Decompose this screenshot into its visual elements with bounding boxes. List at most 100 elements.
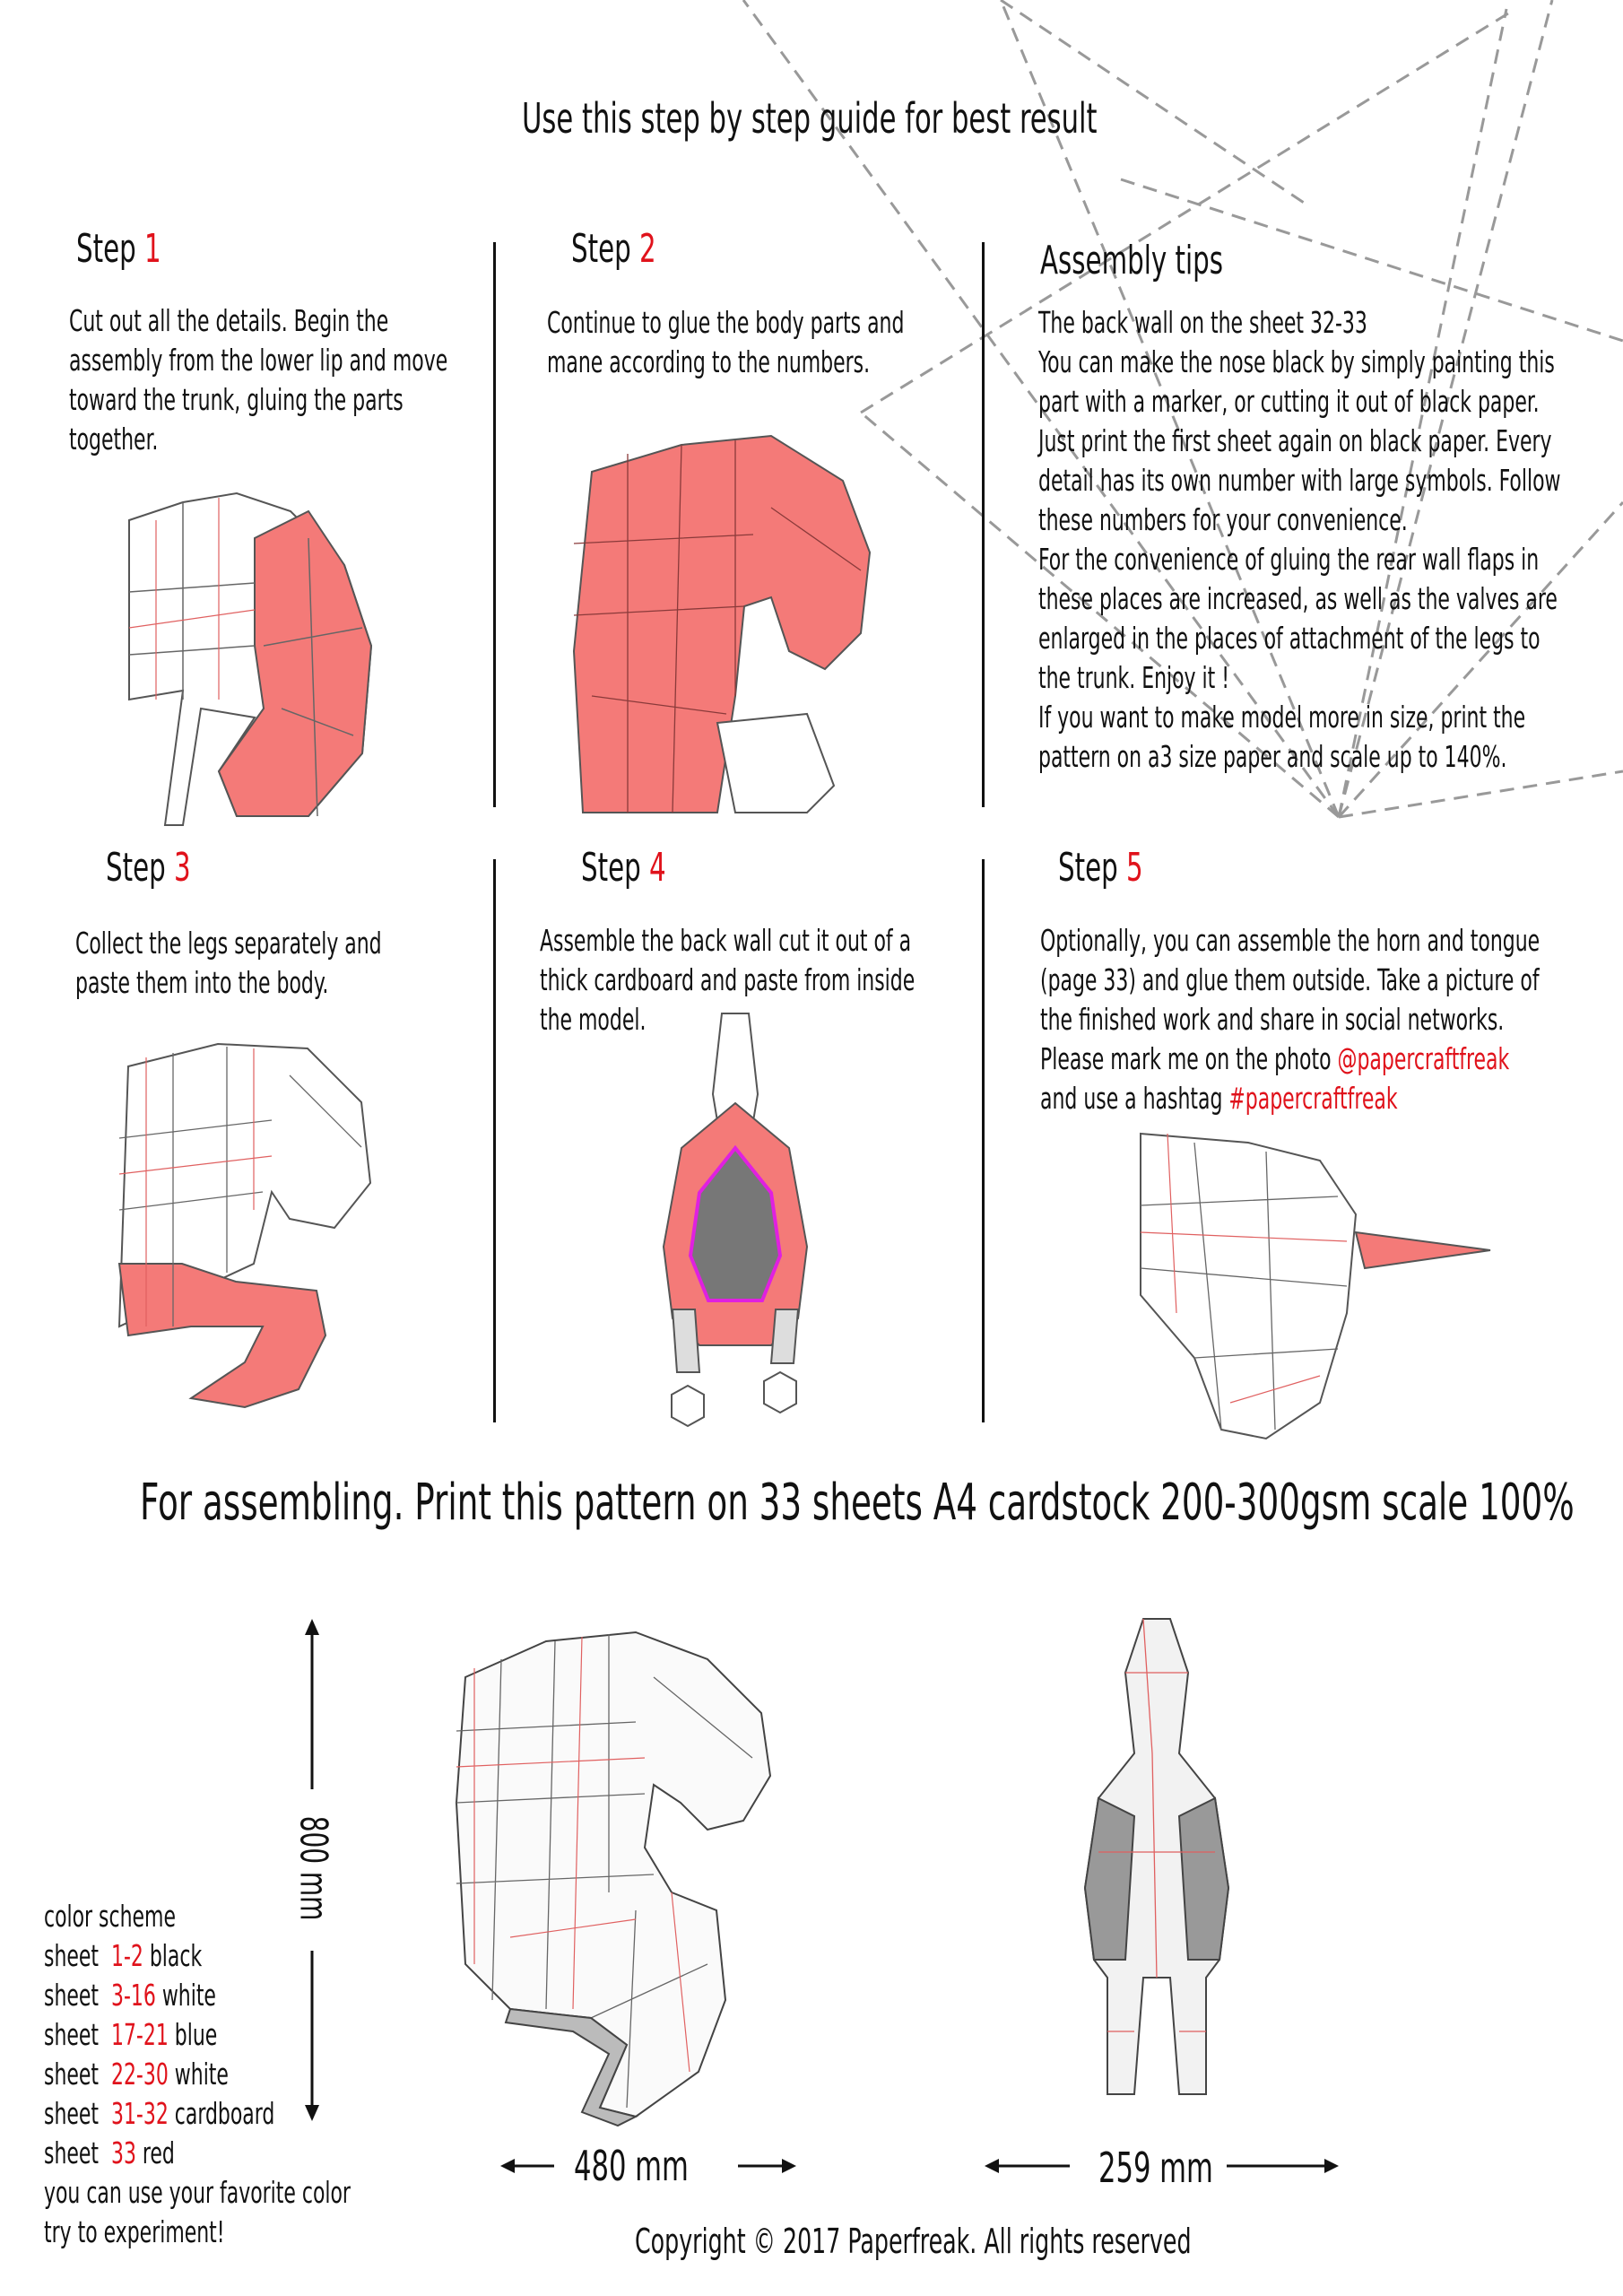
assembly-tips-text: The back wall on the sheet 32-33 You can… (1038, 303, 1560, 777)
text-fragment: Please mark me on the photo (1040, 1041, 1338, 1076)
step-2-text: Continue to glue the body parts and mane… (547, 303, 904, 382)
sheet-color: white (174, 2057, 229, 2092)
sheet-color: cardboard (174, 2096, 275, 2131)
text-line: part with a marker, or cutting it out of… (1038, 384, 1540, 419)
hashtag-link[interactable]: #papercraftfreak (1228, 1081, 1398, 1116)
step-2-heading: Step 2 (571, 226, 656, 272)
step-number: 1 (144, 226, 161, 272)
sheet-range: 22-30 (110, 2057, 169, 2092)
horse-front-view-image (1083, 1618, 1230, 2095)
length-arrows (500, 2159, 796, 2173)
social-handle-link[interactable]: @papercraftfreak (1337, 1041, 1510, 1076)
sheet-range: 3-16 (110, 1978, 156, 2013)
step-3-horse-image (117, 1042, 372, 1409)
step-1-text: Cut out all the details. Begin the assem… (69, 301, 447, 459)
divider (493, 859, 496, 1422)
text-line: Continue to glue the body parts and (547, 305, 905, 340)
text-line: detail has its own number with large sym… (1038, 463, 1561, 498)
color-scheme-note: you can use your favorite color (44, 2175, 351, 2210)
assembly-tips-heading: Assembly tips (1040, 238, 1223, 283)
text-line: If you want to make model more in size, … (1038, 700, 1526, 735)
height-arrow (305, 1619, 319, 2121)
color-scheme-row: sheet 3-16 white (44, 1976, 351, 2015)
step-label: Step (76, 226, 136, 272)
step-5-text: Optionally, you can assemble the horn an… (1040, 921, 1540, 1118)
step-4-text: Assemble the back wall cut it out of a t… (540, 921, 915, 1039)
text-line: toward the trunk, gluing the parts (69, 382, 404, 417)
print-instruction: For assembling. Print this pattern on 33… (140, 1474, 1575, 1532)
color-scheme-row: sheet 31-32 cardboard (44, 2094, 351, 2134)
step-1-horse-image (128, 491, 373, 826)
color-scheme-row: sheet 17-21 blue (44, 2015, 351, 2055)
text-line: For the convenience of gluing the rear w… (1038, 542, 1540, 577)
step-2-horse-image (572, 434, 872, 813)
row-label: sheet (44, 1938, 100, 1973)
text-line: enlarged in the places of attachment of … (1038, 621, 1541, 656)
sheet-color: white (161, 1978, 216, 2013)
text-line: Optionally, you can assemble the horn an… (1040, 923, 1541, 958)
sheet-color: black (149, 1938, 203, 1973)
color-scheme: color scheme sheet 1-2 black sheet 3-16 … (44, 1897, 351, 2252)
sheet-range: 31-32 (110, 2096, 169, 2131)
step-label: Step (581, 845, 641, 891)
step-number: 2 (639, 226, 656, 272)
step-5-unicorn-image (1140, 1132, 1491, 1440)
step-number: 4 (649, 845, 666, 891)
row-label: sheet (44, 2096, 100, 2131)
color-scheme-row: sheet 1-2 black (44, 1936, 351, 1976)
text-line: and use a hashtag #papercraftfreak (1040, 1079, 1540, 1118)
text-line: thick cardboard and paste from inside (540, 962, 916, 997)
text-line: the model. (540, 1002, 647, 1037)
text-line: Just print the first sheet again on blac… (1038, 423, 1552, 458)
text-line: paste them into the body. (75, 965, 329, 1000)
color-scheme-note: try to experiment! (44, 2214, 225, 2249)
height-label: 800 mm (291, 1815, 336, 1921)
step-1-heading: Step 1 (76, 226, 161, 272)
step-number: 5 (1126, 845, 1143, 891)
text-line: together. (69, 422, 159, 457)
text-line: assembly from the lower lip and move (69, 343, 448, 378)
text-line: Cut out all the details. Begin the (69, 303, 389, 338)
step-4-horse-image (662, 1013, 809, 1428)
text-line: The back wall on the sheet 32-33 (1038, 305, 1367, 340)
width-arrows (985, 2159, 1339, 2173)
length-label: 480 mm (574, 2142, 689, 2190)
page-title: Use this step by step guide for best res… (522, 94, 1098, 143)
width-label: 259 mm (1098, 2144, 1213, 2192)
text-line: Please mark me on the photo @papercraftf… (1040, 1039, 1540, 1079)
text-line: the finished work and share in social ne… (1040, 1002, 1505, 1037)
text-line: these places are increased, as well as t… (1038, 581, 1558, 616)
row-label: sheet (44, 2017, 100, 2052)
sheet-color: red (142, 2135, 175, 2170)
step-3-text: Collect the legs separately and paste th… (75, 924, 382, 1003)
text-line: You can make the nose black by simply pa… (1038, 344, 1555, 379)
divider (982, 859, 985, 1422)
text-line: these numbers for your convenience. (1038, 502, 1408, 537)
step-3-heading: Step 3 (106, 845, 191, 891)
step-5-heading: Step 5 (1058, 845, 1143, 891)
step-label: Step (1058, 845, 1118, 891)
row-label: sheet (44, 2135, 100, 2170)
text-line: Collect the legs separately and (75, 926, 382, 961)
step-number: 3 (174, 845, 191, 891)
text-line: pattern on a3 size paper and scale up to… (1038, 739, 1507, 774)
horse-side-view-image (455, 1631, 772, 2127)
copyright: Copyright © 2017 Paperfreak. All rights … (635, 2222, 1192, 2261)
step-4-heading: Step 4 (581, 845, 666, 891)
color-scheme-row: sheet 33 red (44, 2134, 351, 2173)
row-label: sheet (44, 2057, 100, 2092)
color-scheme-heading: color scheme (44, 1899, 176, 1934)
text-line: (page 33) and glue them outside. Take a … (1040, 962, 1540, 997)
step-label: Step (571, 226, 631, 272)
text-line: mane according to the numbers. (547, 344, 871, 379)
divider (493, 242, 496, 807)
step-label: Step (106, 845, 166, 891)
sheet-color: blue (174, 2017, 218, 2052)
color-scheme-row: sheet 22-30 white (44, 2055, 351, 2094)
divider (982, 242, 985, 807)
sheet-range: 17-21 (110, 2017, 169, 2052)
row-label: sheet (44, 1978, 100, 2013)
text-line: Assemble the back wall cut it out of a (540, 923, 912, 958)
sheet-range: 33 (110, 2135, 136, 2170)
